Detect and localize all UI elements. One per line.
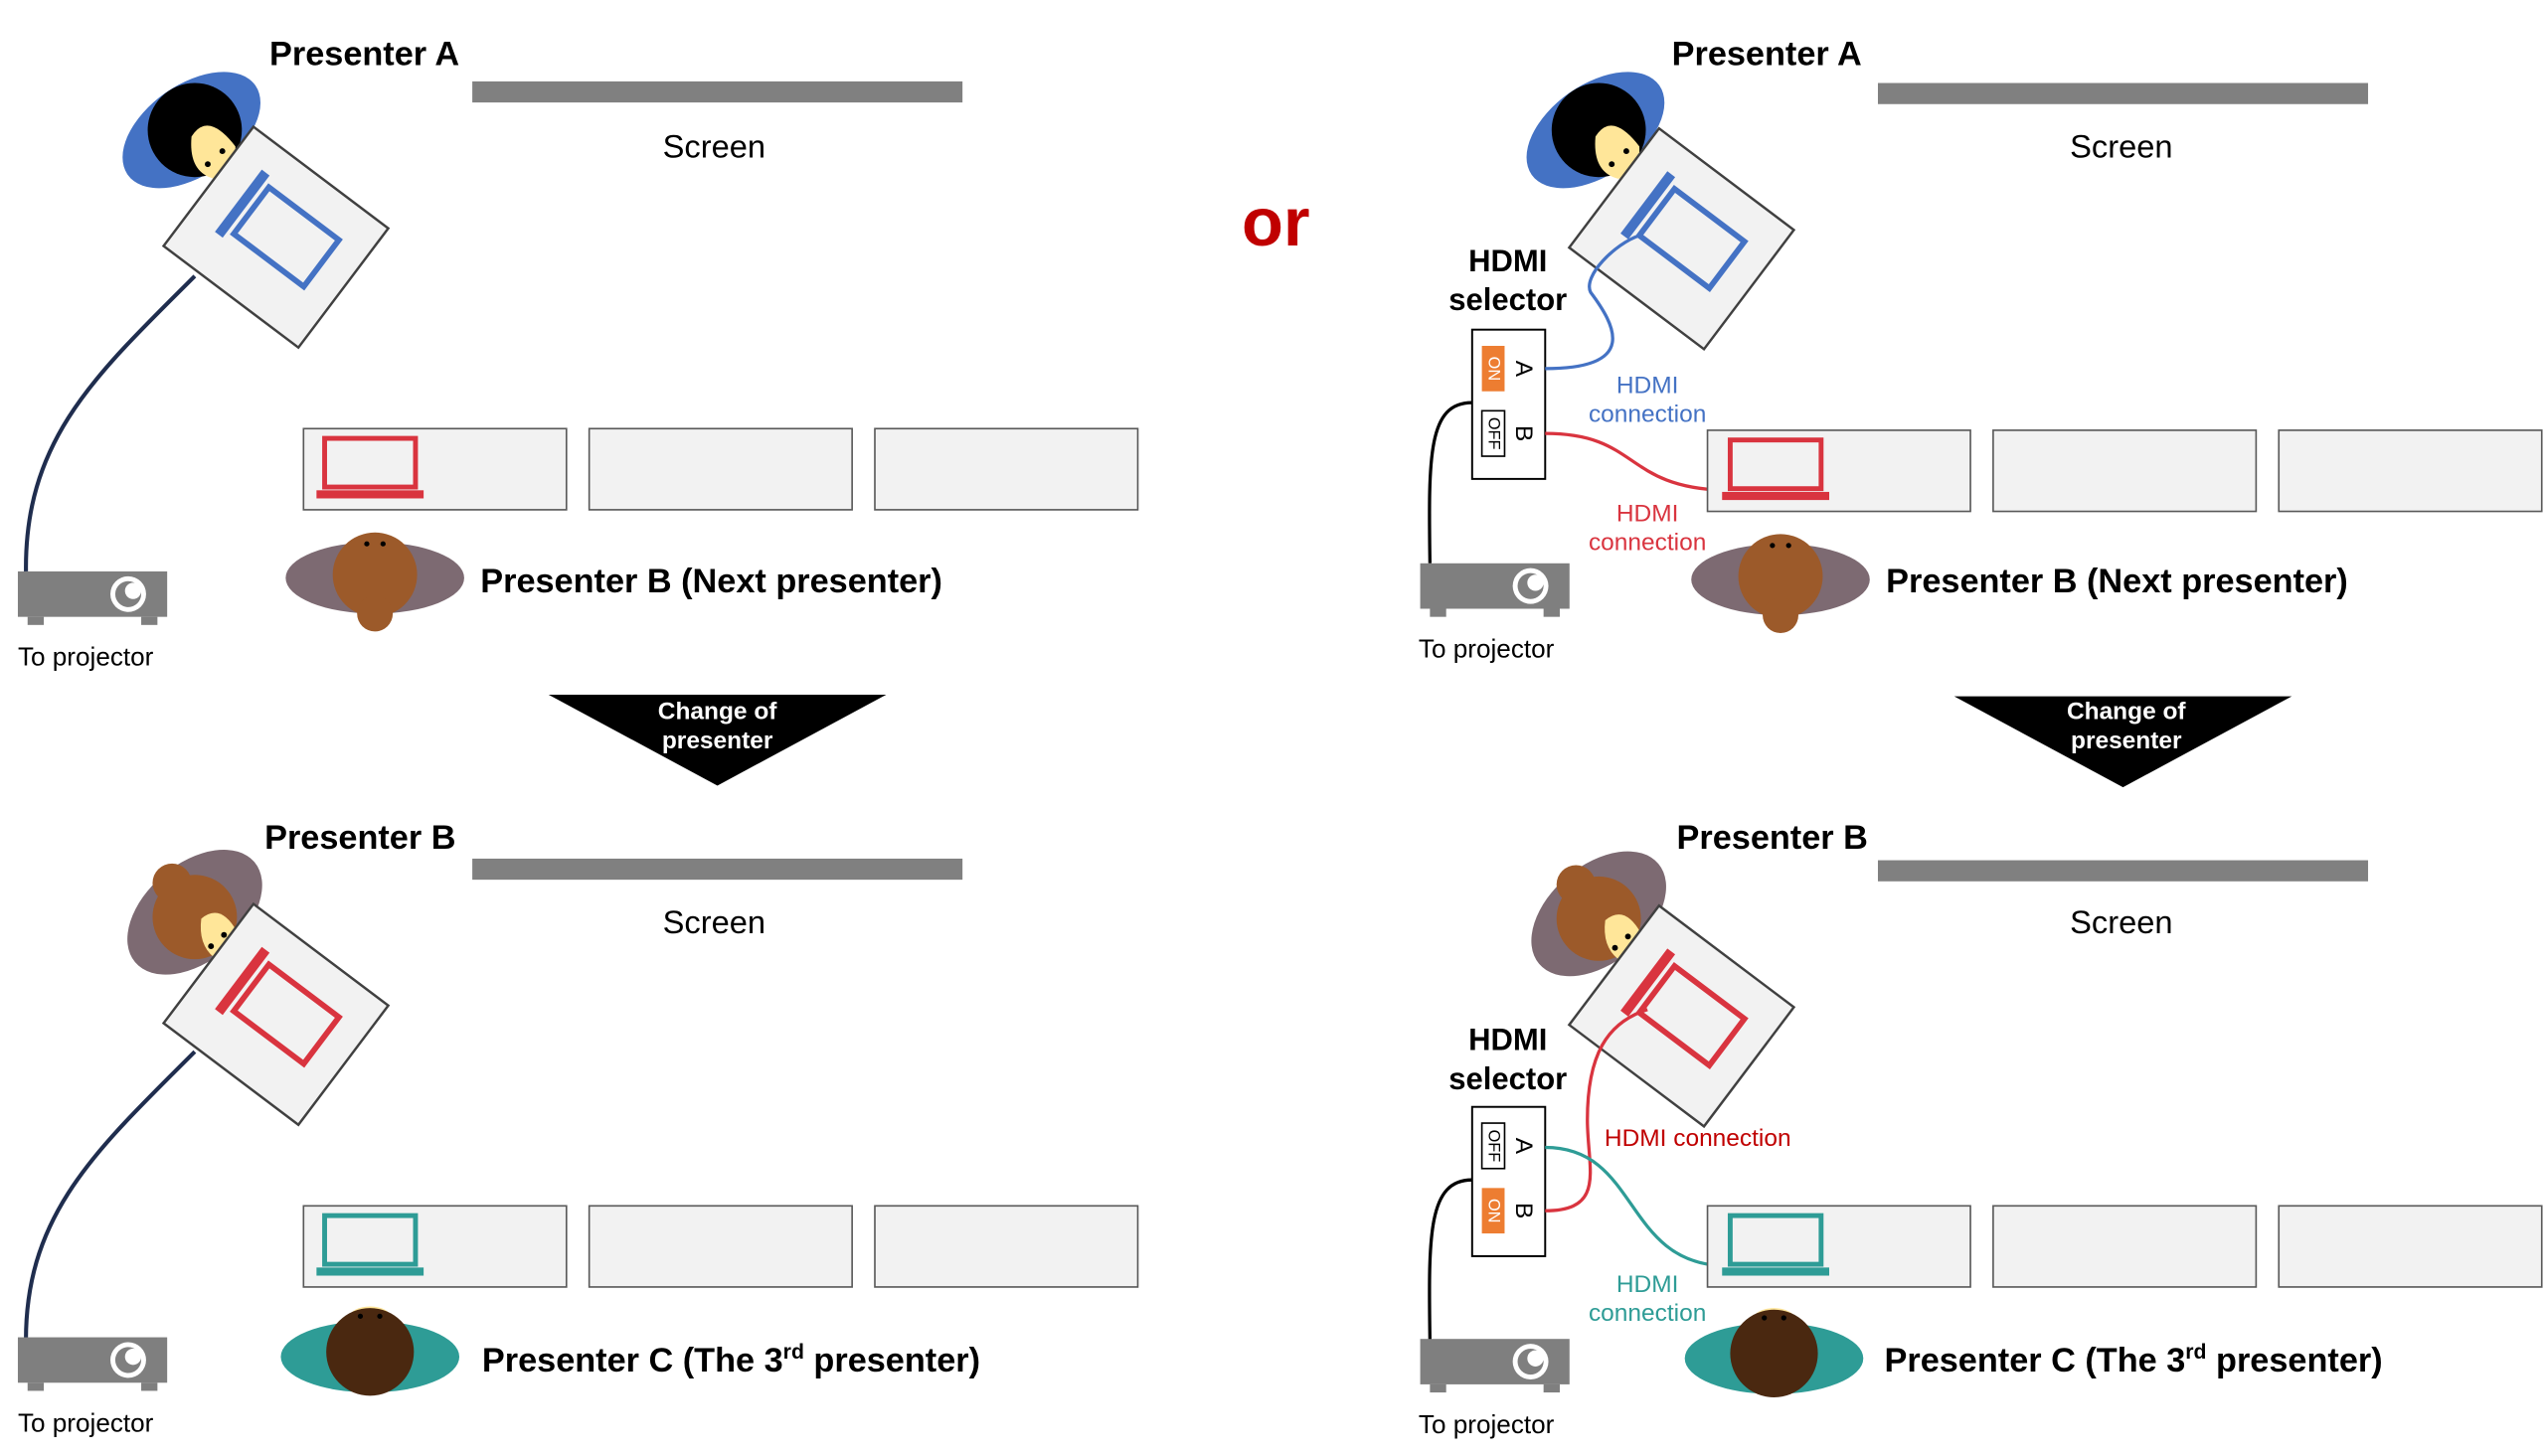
selector-label-line2: selector (1448, 1061, 1567, 1096)
hdmi-cable-a (1545, 1145, 1724, 1268)
selector-label-line1: HDMI (1468, 243, 1547, 278)
change-label-line1: Change of (658, 699, 777, 726)
laptop-icon (316, 1213, 424, 1276)
screen-bar (472, 858, 963, 881)
selector-label-line2: selector (1448, 282, 1567, 317)
screen-label: Screen (2070, 128, 2172, 165)
speaker-label: Presenter A (269, 36, 459, 74)
presenter-b-icon (1691, 534, 1870, 633)
port-a-label: A (1510, 1138, 1537, 1155)
laptop-icon (215, 946, 343, 1068)
speaker-label: Presenter B (264, 819, 455, 857)
hdmi-connection-label: connection (1589, 530, 1706, 557)
change-label-line2: presenter (662, 728, 773, 754)
projector-cable (1428, 1178, 1472, 1341)
screen-label: Screen (663, 903, 765, 940)
audience-table (1992, 1205, 2258, 1288)
switch-on-indicator (1481, 1188, 1505, 1234)
change-label-line2: presenter (2071, 728, 2182, 754)
projector-label: To projector (1419, 1409, 1555, 1439)
hdmi-connection-label: connection (1589, 402, 1706, 428)
switch-off-indicator (1480, 1122, 1506, 1170)
hdmi-cable-b (1545, 431, 1724, 492)
change-arrow: Change of presenter (548, 695, 887, 786)
hdmi-selector: OFF A ON B (1470, 1105, 1547, 1257)
audience-table (302, 1205, 568, 1288)
presenter-b-icon (285, 532, 464, 632)
switch-state: ON (1485, 1199, 1503, 1222)
right-after-panel: Screen Presenter B HDMI selector OFF A O… (1419, 819, 2543, 1439)
hdmi-cable-a (1545, 234, 1640, 371)
hdmi-connection-label: HDMI (1616, 372, 1679, 399)
screen-label: Screen (2070, 903, 2172, 940)
projector-icon (17, 570, 168, 625)
waiting-label: Presenter B (Next presenter) (1886, 563, 2348, 600)
hdmi-connection-label: HDMI connection (1605, 1125, 1791, 1152)
waiting-label: Presenter C (The 3rd presenter) (1885, 1341, 2383, 1379)
hdmi-connection-label: connection (1589, 1300, 1706, 1327)
direct-cable (24, 274, 197, 571)
switch-state: OFF (1485, 417, 1503, 450)
change-arrow: Change of presenter (1953, 696, 2292, 788)
or-label: or (1242, 184, 1310, 260)
speaker-label: Presenter A (1672, 36, 1862, 74)
screen-bar (1877, 82, 2369, 104)
projector-icon (17, 1337, 168, 1391)
audience-table (1992, 429, 2258, 513)
projector-label: To projector (18, 642, 154, 672)
switch-state: OFF (1485, 1130, 1503, 1163)
hdmi-cable-b (1545, 1008, 1648, 1213)
projector-cable (1428, 401, 1472, 564)
switch-state: ON (1485, 357, 1503, 381)
audience-table (588, 427, 853, 511)
port-b-label: B (1510, 425, 1537, 441)
laptop-icon (1620, 948, 1749, 1069)
audience-table (874, 1205, 1139, 1288)
presenter-c-icon (1684, 1308, 1864, 1397)
podium (161, 901, 391, 1127)
selector-label-line1: HDMI (1468, 1023, 1547, 1057)
audience-table (2278, 1205, 2543, 1288)
laptop-icon (1722, 1213, 1829, 1276)
hdmi-connection-label: HDMI (1616, 500, 1679, 527)
switch-off-indicator (1480, 409, 1506, 457)
podium (1567, 126, 1796, 352)
audience-table (2278, 429, 2543, 513)
speaker-label: Presenter B (1677, 819, 1868, 857)
waiting-label: Presenter C (The 3rd presenter) (482, 1341, 980, 1379)
screen-bar (1877, 860, 2369, 882)
screen-bar (472, 81, 963, 103)
projector-icon (1420, 1339, 1570, 1393)
right-before-panel: Screen Presenter A HDMI selector ON A OF… (1419, 36, 2543, 663)
port-b-label: B (1510, 1203, 1537, 1218)
laptop-icon (215, 169, 343, 291)
presenter-c-icon (280, 1306, 460, 1396)
audience-table (588, 1205, 853, 1288)
left-after-panel: Screen Presenter B To projector Presente… (17, 819, 1139, 1437)
projector-icon (1420, 563, 1570, 617)
screen-label: Screen (663, 128, 765, 165)
port-a-label: A (1510, 361, 1537, 378)
podium (161, 124, 391, 350)
laptop-icon (316, 435, 424, 499)
waiting-label: Presenter B (Next presenter) (480, 563, 942, 600)
laptop-icon (1722, 437, 1829, 501)
hdmi-connection-label: HDMI (1616, 1271, 1679, 1298)
hdmi-selector: ON A OFF B (1470, 328, 1547, 480)
direct-cable (24, 1050, 197, 1345)
projector-label: To projector (1419, 633, 1555, 663)
podium (1567, 903, 1796, 1129)
switch-on-indicator (1481, 346, 1505, 392)
change-label-line1: Change of (2067, 699, 2186, 726)
projector-label: To projector (18, 1407, 154, 1437)
left-before-panel: Screen Presenter A To projector Presente… (17, 36, 1139, 672)
laptop-icon (1620, 171, 1749, 292)
audience-table (874, 427, 1139, 511)
